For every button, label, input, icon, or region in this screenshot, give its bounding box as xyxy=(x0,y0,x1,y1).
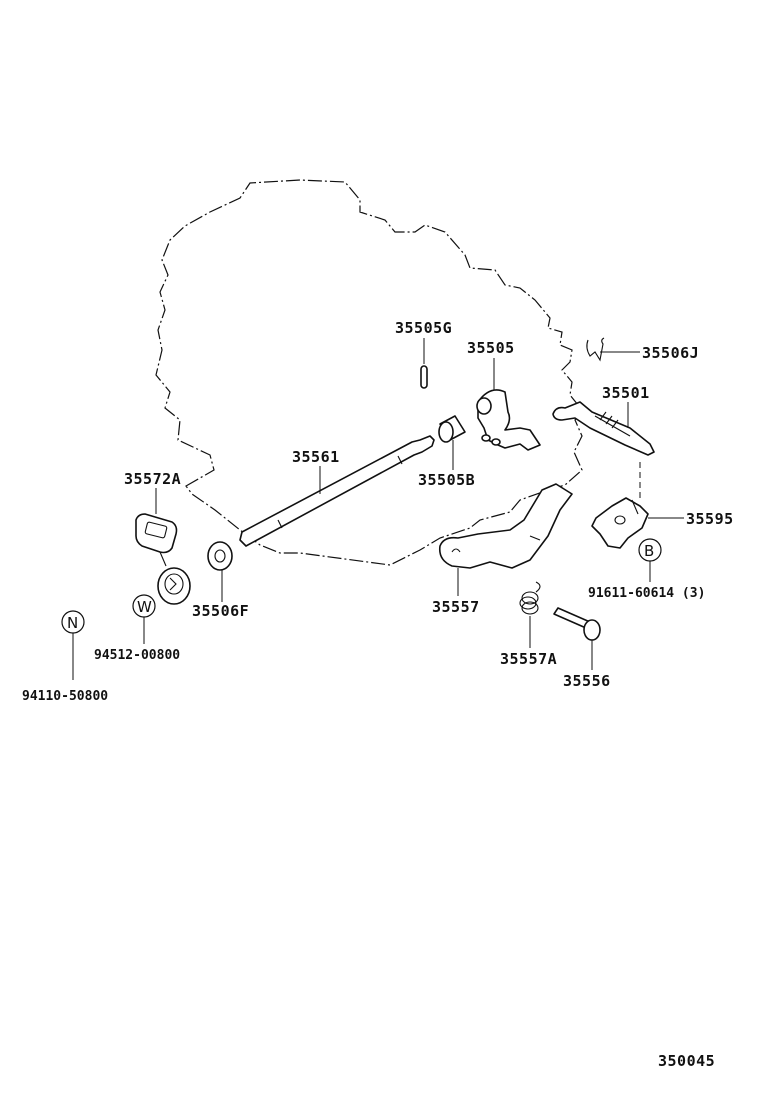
label-35556: 35556 xyxy=(563,672,611,690)
label-35506f: 35506F xyxy=(192,602,249,620)
figure-number: 350045 xyxy=(658,1052,715,1070)
shift-lever-35505[interactable] xyxy=(476,389,541,451)
clip-35506j[interactable] xyxy=(586,337,640,362)
label-35505g: 35505G xyxy=(395,319,452,337)
shift-lever-35557[interactable] xyxy=(438,483,573,569)
label-35501: 35501 xyxy=(602,384,650,402)
label-94110-50800: 94110-50800 xyxy=(22,689,108,704)
callout-letter-w: W xyxy=(137,598,152,616)
pin-35556[interactable] xyxy=(553,607,601,641)
label-35505b: 35505B xyxy=(418,471,475,489)
bracket-35595[interactable] xyxy=(591,497,649,549)
label-35561: 35561 xyxy=(292,448,340,466)
manual-shaft-35561[interactable] xyxy=(239,435,435,547)
callout-letter-b: B xyxy=(644,542,654,560)
label-94512-00800: 94512-00800 xyxy=(94,648,180,663)
callout-letter-n: N xyxy=(67,614,78,632)
detent-shaft-35501[interactable] xyxy=(552,401,655,456)
label-35595: 35595 xyxy=(686,510,734,528)
label-35557a: 35557A xyxy=(500,650,557,668)
label-35557: 35557 xyxy=(432,598,480,616)
collar-35505b[interactable] xyxy=(438,415,466,443)
label-35505: 35505 xyxy=(467,339,515,357)
spring-35557a[interactable] xyxy=(519,581,541,615)
neutral-switch-35572a[interactable] xyxy=(135,513,191,605)
oil-seal-35506f[interactable] xyxy=(207,541,233,571)
transmission-case-outline xyxy=(155,179,583,566)
pin-35505g[interactable] xyxy=(420,365,428,389)
label-91611-60614: 91611-60614 (3) xyxy=(588,586,705,601)
label-35506j: 35506J xyxy=(642,344,699,362)
label-35572a: 35572A xyxy=(124,470,181,488)
